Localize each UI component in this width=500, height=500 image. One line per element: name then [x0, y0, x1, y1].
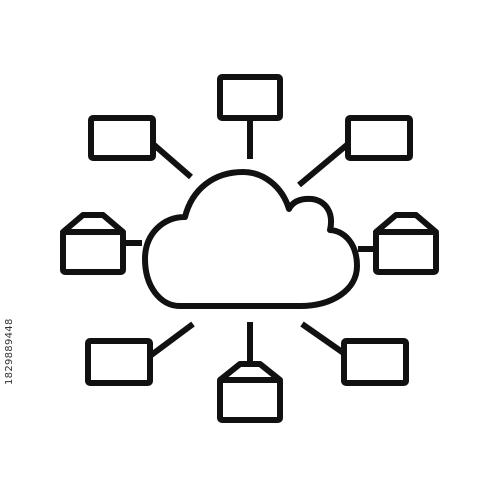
connector-bottom-left: [148, 321, 195, 359]
connector-top-left: [151, 141, 193, 180]
node-top-left-icon: [88, 115, 156, 161]
node-bottom-left-icon: [85, 338, 153, 386]
node-left-icon: [60, 212, 126, 275]
node-bottom-icon: [217, 361, 283, 423]
cloud-icon: [142, 169, 360, 309]
node-top-right-icon: [345, 115, 413, 161]
node-bottom-right-icon: [341, 338, 409, 386]
connector-bottom-right: [300, 321, 347, 357]
node-right-icon: [373, 212, 439, 275]
connector-lines: [126, 119, 374, 363]
stock-id-text: 1829889448: [4, 318, 15, 385]
node-top-icon: [217, 74, 283, 121]
connector-top-right: [297, 141, 350, 188]
